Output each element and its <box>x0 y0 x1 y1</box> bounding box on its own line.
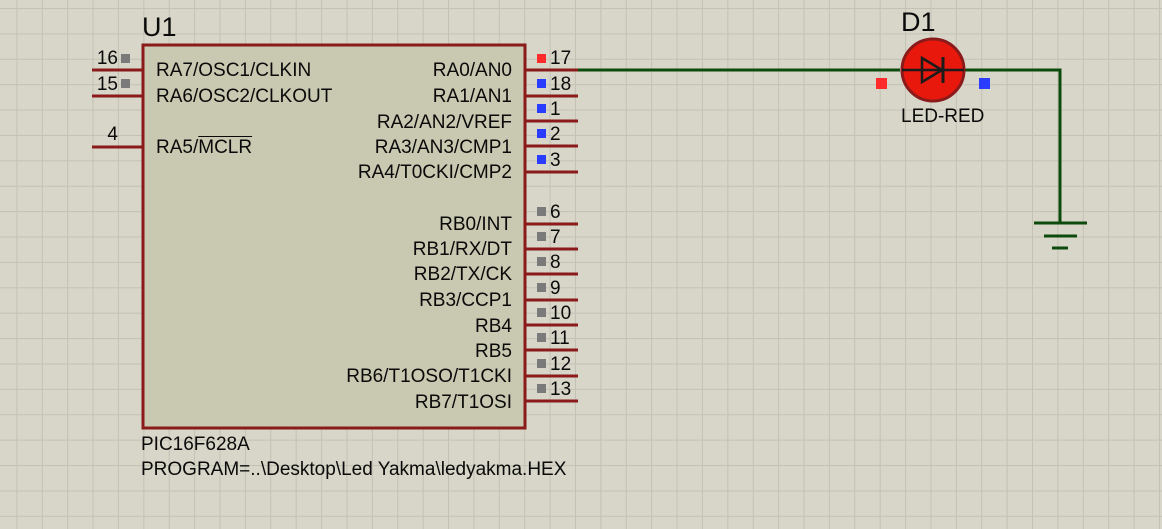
u1-pin-name-10: RB4 <box>475 316 512 337</box>
u1-program-path: PROGRAM=..\Desktop\Led Yakma\ledyakma.HE… <box>141 459 567 480</box>
wires <box>578 68 1062 223</box>
u1-pin-name-6: RB0/INT <box>439 214 512 235</box>
u1-pin-num-11: 11 <box>550 328 570 349</box>
u1-pin-num-18: 18 <box>550 74 572 95</box>
u1-right-pins <box>525 54 578 403</box>
pin-state-16 <box>121 54 130 63</box>
u1-pin-num-3: 3 <box>550 150 561 171</box>
u1-pin-num-13: 13 <box>550 379 572 400</box>
u1-pin-name-15: RA6/OSC2/CLKOUT <box>156 86 333 107</box>
led-anode-state <box>876 78 887 89</box>
u1-pin-name-3: RA4/T0CKI/CMP2 <box>357 162 512 183</box>
u1-pin-num-4: 4 <box>107 124 118 145</box>
diode-icon <box>920 55 945 85</box>
u1-pin-name-16: RA7/OSC1/CLKIN <box>156 60 312 81</box>
pin-state-13 <box>537 384 546 393</box>
u1-pin-num-15: 15 <box>96 74 118 95</box>
u1-pin-name-8: RB2/TX/CK <box>413 264 512 285</box>
pin-state-8 <box>537 257 546 266</box>
pin-state-6 <box>537 207 546 216</box>
pin-state-12 <box>537 359 546 368</box>
u1-pin-num-6: 6 <box>550 202 561 223</box>
u1-pin-name-4: RA5/MCLR <box>156 137 253 158</box>
pin-state-15 <box>121 79 130 88</box>
pin-state-17 <box>537 54 546 63</box>
u1-pin-num-17: 17 <box>550 48 572 69</box>
u1-pin-name-18: RA1/AN1 <box>432 86 512 107</box>
u1-pin-name-13: RB7/T1OSI <box>414 392 512 413</box>
led-cathode-state <box>979 78 990 89</box>
pin-state-3 <box>537 155 546 164</box>
u1-part-name: PIC16F628A <box>141 434 250 455</box>
u1-ref: U1 <box>142 12 177 42</box>
u1-pin-name-9: RB3/CCP1 <box>419 290 512 311</box>
u1-pin-num-8: 8 <box>550 252 561 273</box>
u1-pin-num-7: 7 <box>550 227 561 248</box>
pin-state-18 <box>537 79 546 88</box>
u1-left-pins <box>92 54 143 149</box>
wire-led-to-ground[interactable] <box>965 68 1062 223</box>
u1-pin-num-9: 9 <box>550 278 561 299</box>
u1-pin-name-12: RB6/T1OSO/T1CKI <box>346 366 512 387</box>
pin-state-7 <box>537 232 546 241</box>
u1-pin-name-7: RB1/RX/DT <box>412 239 512 260</box>
pin-state-2 <box>537 129 546 138</box>
d1-part-name: LED-RED <box>901 106 985 127</box>
pin-state-11 <box>537 333 546 342</box>
u1-pin-name-1: RA2/AN2/VREF <box>376 112 512 133</box>
pin-state-1 <box>537 104 546 113</box>
u1-pin-num-10: 10 <box>550 303 572 324</box>
u1-body[interactable] <box>141 43 527 430</box>
u1-pin-name-2: RA3/AN3/CMP1 <box>374 137 512 158</box>
u1-pin-num-12: 12 <box>550 354 572 375</box>
u1-pin-num-1: 1 <box>550 99 561 120</box>
u1-pin-name-11: RB5 <box>475 341 512 362</box>
ground-icon[interactable] <box>1034 221 1087 250</box>
led-d1[interactable] <box>876 37 990 103</box>
u1-pin-name-17: RA0/AN0 <box>432 60 512 81</box>
d1-ref: D1 <box>901 7 936 37</box>
u1-pin-num-2: 2 <box>550 124 561 145</box>
u1-pin-num-16: 16 <box>96 48 118 69</box>
pin-state-9 <box>537 283 546 292</box>
pin-state-10 <box>537 308 546 317</box>
